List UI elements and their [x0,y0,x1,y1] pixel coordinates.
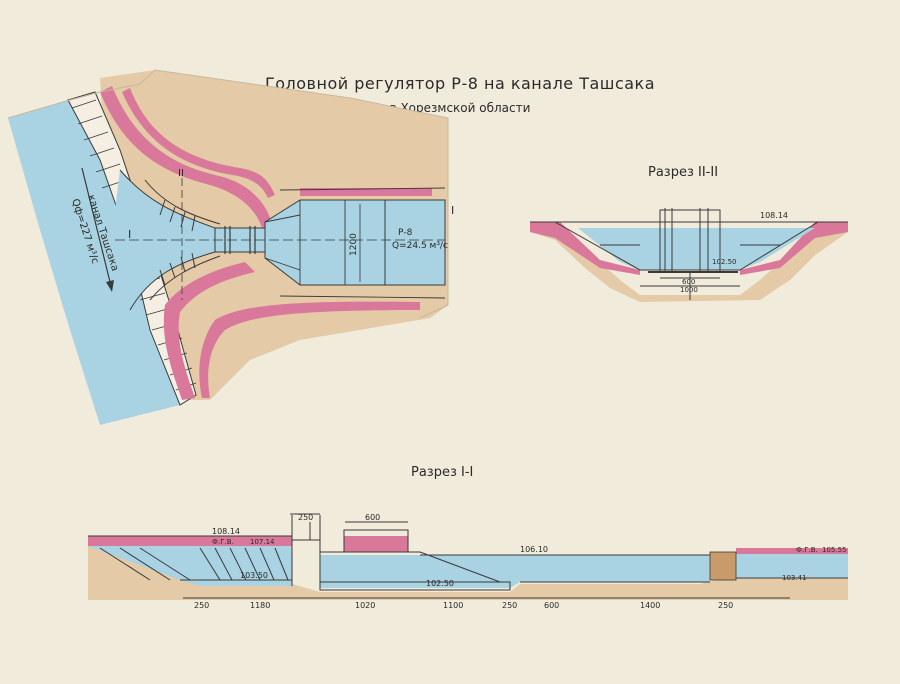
dim-0: 250 [194,601,209,610]
canal-flow-arrowhead [106,280,114,292]
section2-title: Разрез II-II [648,165,719,180]
dim-4: 250 [502,601,517,610]
section2-dim-inner: 600 [682,278,695,286]
pink-embankment-upper-right [300,188,432,196]
section1-water-right [736,554,848,578]
plan-border [7,69,449,319]
pink-embankment-lower [163,262,255,400]
section1-pink-left [88,536,292,546]
section1-elev-left-bottom: 103.50 [240,571,268,580]
section-mark-ii: II [178,168,184,179]
dim-2: 1020 [355,601,375,610]
section2-structure [530,208,848,300]
section2-pink-left [530,222,640,275]
section1-water-left [88,546,292,586]
page-title: Головной регулятор Р-8 на канале Ташсака [264,74,656,93]
inlet-wingwalls [119,169,221,311]
section2-pink-right [740,222,848,275]
section1-pink-mid [344,536,408,552]
section1-structure [88,513,848,599]
section1-fgv-right-label: Ф.Г.В. [796,546,818,554]
section-mark-left: I [128,228,131,241]
section1-right-structure [709,551,737,581]
section1-title: Разрез I-I [411,465,474,480]
section2-water [578,228,815,270]
section1-water-main [320,555,710,588]
section2-elev-bottom: 102.50 [712,258,737,266]
inlet-funnel-water [110,170,230,310]
section1-fgv-left-label: Ф.Г.В. [212,538,234,546]
section1-fgv-right: 105.55 [822,546,847,554]
pink-embankment-upper [100,86,272,228]
dim-7: 250 [718,601,733,610]
section1-pink-right [736,548,848,554]
section1-fgv-left: 107.14 [250,538,275,546]
section1-elev-mid-top: 106.10 [520,545,548,554]
downstream-canal-water [384,199,446,286]
section-mark-right: I [451,204,454,217]
main-canal-water [8,100,180,425]
section2-dim-outer: 1000 [680,286,698,294]
section1-bottom-dims: 250 1180 1020 1100 250 600 1400 250 [194,601,733,610]
section1-dim-top-a: 250 [298,513,313,522]
pink-embankment-top-curve [122,88,275,198]
section2-elev-top: 108.14 [760,211,788,220]
section1-elev-right-bottom: 103.41 [782,574,807,582]
dim-1: 1180 [250,601,270,610]
canal-flow-arrow [81,167,111,283]
page-subtitle: в Хорезмской области [389,101,531,115]
regulator-flow-label: Q=24.5 м³/с [392,241,448,251]
section1-elev-left-top: 108.14 [212,527,240,536]
section2-ground [530,222,848,302]
dim-3: 1100 [443,601,463,610]
dim-5: 600 [544,601,559,610]
section1-dim-top-b: 600 [365,513,380,522]
section1-elev-mid-bottom: 102.50 [426,579,454,588]
regulator-name-label: Р-8 [398,228,413,238]
plan-width-label: 1200 [349,233,359,256]
dim-6: 1400 [640,601,660,610]
